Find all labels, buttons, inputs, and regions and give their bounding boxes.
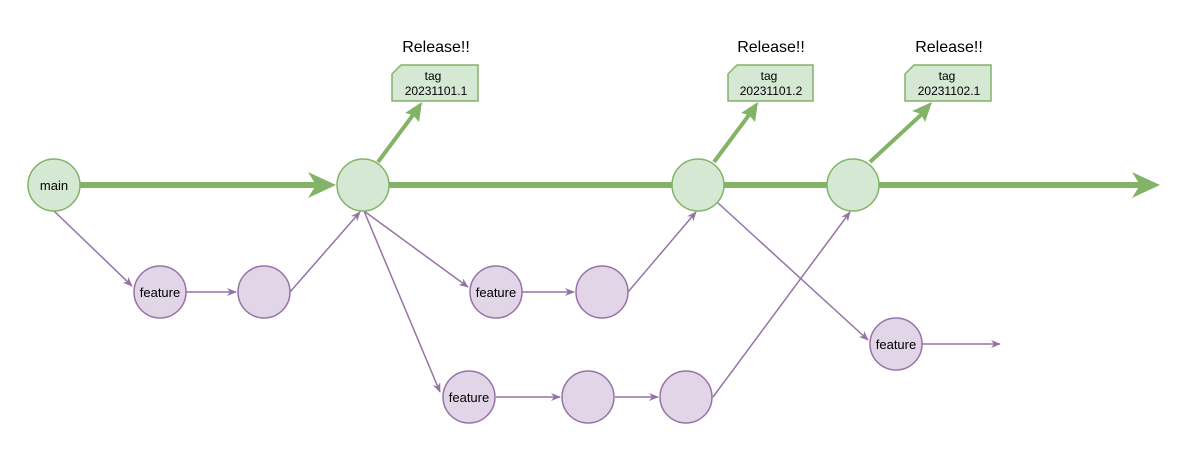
- tag-title-2: tag: [761, 69, 778, 83]
- release-arrowhead-3: [912, 102, 932, 122]
- main-commit-release-3: [826, 158, 880, 212]
- feature-node-3-label: feature: [449, 390, 489, 405]
- tag-icon-2: [727, 64, 814, 102]
- release-tag-2: Release!! tag 20231101.2: [727, 39, 814, 102]
- main-arrowhead-1: [308, 172, 336, 198]
- release-heading-3: Release!!: [915, 39, 983, 56]
- main-node-label: main: [40, 178, 68, 193]
- tag-title-1: tag: [425, 69, 442, 83]
- main-end-arrowhead: [1132, 172, 1160, 198]
- edge-commit-b-to-main-4: [712, 211, 851, 398]
- release-arrowhead-2: [741, 102, 758, 122]
- edge-main-2-to-feature-2: [363, 210, 469, 288]
- tag-icon-1: [391, 64, 479, 102]
- feature-node-3: feature: [442, 370, 496, 424]
- release-arrow-3: [868, 111, 925, 164]
- release-arrow-2: [712, 113, 751, 164]
- release-arrowhead-1: [405, 102, 422, 122]
- tag-value-2: 20231101.2: [740, 84, 803, 98]
- release-tag-1: Release!! tag 20231101.1: [391, 39, 479, 102]
- feature-3-commit-a: [561, 370, 615, 424]
- feature-node-1: feature: [133, 265, 187, 319]
- feature-node-4-label: feature: [876, 337, 916, 352]
- feature-1-commit: [237, 265, 291, 319]
- tag-value-3: 20231102.1: [918, 84, 981, 98]
- feature-node-2-label: feature: [476, 285, 516, 300]
- main-commit-release-2: [671, 158, 725, 212]
- tag-title-3: tag: [939, 69, 956, 83]
- feature-node-1-label: feature: [140, 285, 180, 300]
- feature-node-2: feature: [469, 265, 523, 319]
- release-arrow-1: [376, 113, 415, 164]
- tag-value-1: 20231101.1: [405, 84, 468, 98]
- feature-node-4: feature: [869, 317, 923, 371]
- edge-commit-to-main-3: [627, 211, 697, 293]
- edge-commit-to-main-2: [289, 211, 361, 293]
- edge-main-to-feature-1: [53, 210, 133, 287]
- release-tag-3: Release!! tag 20231102.1: [904, 39, 992, 102]
- feature-3-commit-b: [659, 370, 713, 424]
- tag-icon-3: [904, 64, 992, 102]
- main-commit-release-1: [336, 158, 390, 212]
- edge-main-3-to-feature-4: [717, 202, 869, 341]
- feature-2-commit: [575, 265, 629, 319]
- release-heading-2: Release!!: [737, 39, 805, 56]
- main-node: main: [27, 158, 81, 212]
- release-heading-1: Release!!: [402, 39, 470, 56]
- edge-main-2-to-feature-3: [363, 210, 441, 393]
